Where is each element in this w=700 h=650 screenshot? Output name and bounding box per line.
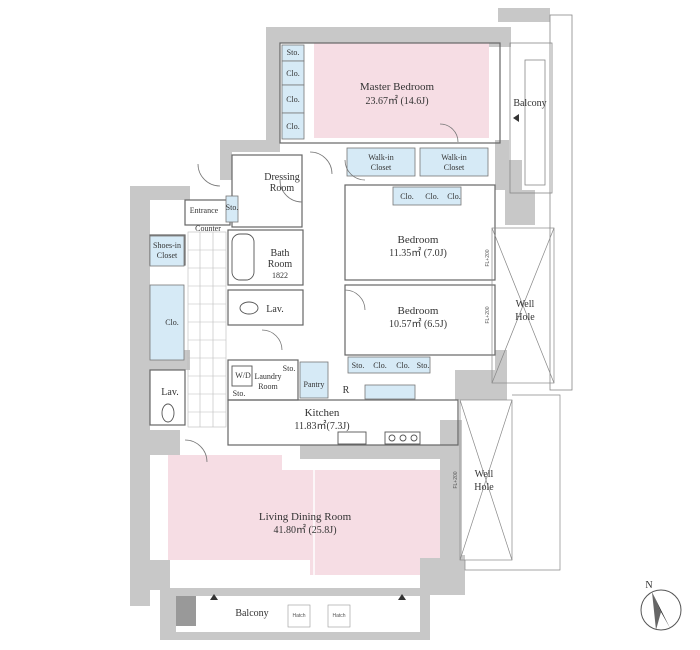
walkin-2-line2: Closet <box>444 163 465 172</box>
hatch-1 <box>287 604 311 628</box>
storage-closets <box>149 44 489 400</box>
interior-lines <box>149 42 501 446</box>
bedroom-1-area: 11.35㎡ (7.0J) <box>389 247 447 259</box>
walls <box>130 8 550 640</box>
walkin-2-line1: Walk-in <box>441 153 467 162</box>
clo-bed1-2: Clo. <box>425 192 439 201</box>
laundry-name: Laundry <box>254 372 281 381</box>
sto-laundry-1: Sto. <box>283 364 296 373</box>
fl-label-2: FL+200 <box>485 306 491 323</box>
walkin-1-line2: Closet <box>371 163 392 172</box>
clo-bed1-1: Clo. <box>400 192 414 201</box>
marker-bottom-left <box>210 594 218 600</box>
clo-master-1: Clo. <box>286 69 300 78</box>
shoes-label-2: Closet <box>157 251 178 260</box>
bedroom-1-name: Bedroom <box>398 234 439 246</box>
bath-name: Bath <box>271 248 290 259</box>
bath-name-2: Room <box>268 259 293 270</box>
living-room-fill <box>168 455 440 575</box>
compass-n-label: N <box>645 580 652 591</box>
sto-entrance: Sto. <box>226 203 239 212</box>
clo-bed1-3: Clo. <box>447 192 461 201</box>
lav-label-1: Lav. <box>266 304 283 315</box>
walkin-1-line1: Walk-in <box>368 153 394 162</box>
wd-label: W/D <box>235 371 251 380</box>
right-balcony <box>509 14 573 391</box>
clo-bed2-1: Clo. <box>373 361 387 370</box>
fixtures <box>161 233 421 445</box>
balcony-right-label: Balcony <box>513 98 546 109</box>
master-bedroom-area: 23.67㎡ (14.6J) <box>365 95 428 107</box>
marker-right-balcony <box>513 114 519 122</box>
clo-master-2: Clo. <box>286 95 300 104</box>
lav-label-2: Lav. <box>161 387 178 398</box>
entrance-tiles <box>187 231 227 428</box>
living-name: Living Dining Room <box>259 511 352 523</box>
compass: N <box>640 580 682 631</box>
well-hole-1-line2: Hole <box>515 312 535 323</box>
door-swings <box>184 123 459 463</box>
clo-entrance: Clo. <box>165 318 179 327</box>
living-area: 41.80㎡ (25.8J) <box>273 524 336 536</box>
balcony-bottom-label: Balcony <box>235 608 268 619</box>
fl-label-3: FL+200 <box>453 471 459 488</box>
bedroom-2-name: Bedroom <box>398 305 439 317</box>
well-hole-2-line2: Hole <box>474 482 494 493</box>
pantry-label: Pantry <box>304 380 325 389</box>
master-bedroom-name: Master Bedroom <box>360 81 435 93</box>
hatch-2-label: Hatch <box>332 613 345 619</box>
bedroom-2-area: 10.57㎡ (6.5J) <box>389 318 447 330</box>
laundry-name-2: Room <box>258 382 278 391</box>
sto-bed2-1: Sto. <box>352 361 365 370</box>
entrance-label: Entrance <box>190 206 219 215</box>
sto-bed2-2: Sto. <box>417 361 430 370</box>
shoes-label-1: Shoes-in <box>153 241 181 250</box>
dressing-name: Dressing <box>264 172 300 183</box>
well-hole-1-line1: Well <box>516 299 535 310</box>
sto-laundry-2: Sto. <box>233 389 246 398</box>
hvac-unit <box>176 596 196 626</box>
counter-label: Counter <box>195 224 221 233</box>
marker-bottom-right <box>398 594 406 600</box>
master-bedroom-fill <box>314 43 489 138</box>
hatch-1-label: Hatch <box>292 613 305 619</box>
sto-master: Sto. <box>287 48 300 57</box>
well-holes <box>459 227 561 571</box>
clo-bed2-2: Clo. <box>396 361 410 370</box>
hatch-2 <box>327 604 351 628</box>
clo-master-3: Clo. <box>286 122 300 131</box>
bath-size: 1822 <box>272 271 288 280</box>
well-hole-2-line1: Well <box>475 469 494 480</box>
dressing-name-2: Room <box>270 183 295 194</box>
kitchen-name: Kitchen <box>305 407 340 419</box>
kitchen-area: 11.83㎡(7.3J) <box>294 420 349 432</box>
r-label: R <box>343 385 350 396</box>
fl-label-1: FL+200 <box>485 249 491 266</box>
